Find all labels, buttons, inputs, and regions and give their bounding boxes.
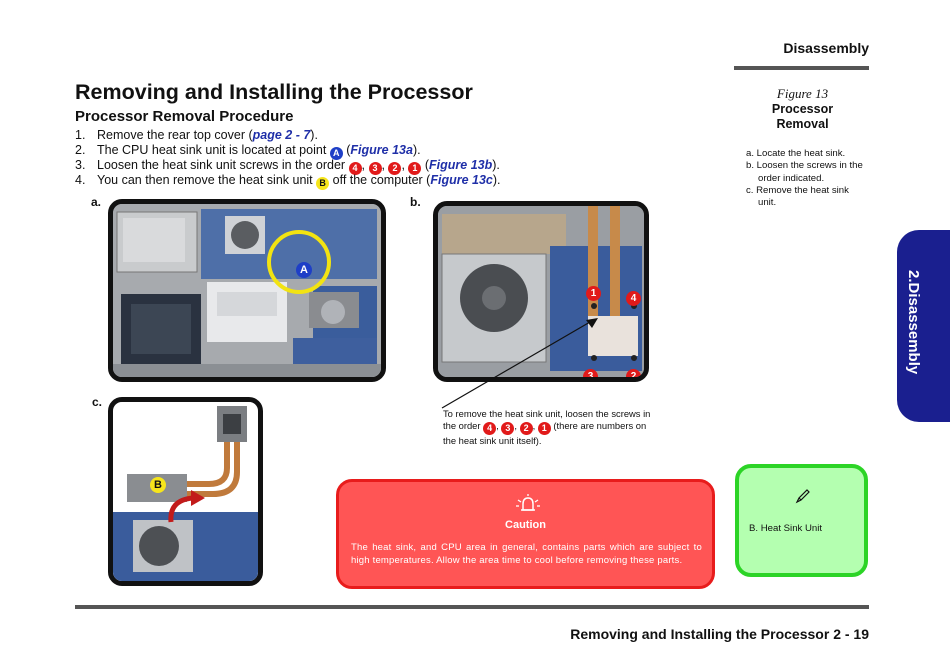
screw-marker-2: 2	[626, 369, 641, 377]
figure-link[interactable]: Figure 13c	[430, 173, 493, 187]
chapter-tab-label[interactable]: 2.Disassembly	[905, 270, 922, 375]
figure-c-illustration	[113, 402, 258, 581]
step-4: 4. You can then remove the heat sink unit…	[75, 173, 635, 190]
header-section: Disassembly	[783, 40, 869, 56]
figure-c-photo: B	[108, 397, 263, 586]
step-text: off the computer (	[329, 173, 431, 187]
figure-b-illustration	[438, 206, 644, 377]
screw-marker-3: 3	[583, 369, 598, 377]
callout-text: To remove the heat sink unit, loosen the…	[443, 408, 651, 419]
step-number: 2.	[75, 143, 86, 157]
footer-title: Removing and Installing the Processor	[570, 626, 830, 642]
screw-marker: 2	[519, 422, 533, 436]
marker-a: A	[329, 147, 343, 160]
figure-a-photo: A	[108, 199, 386, 382]
step-text: (	[342, 143, 351, 157]
page-number: 2 - 19	[833, 626, 869, 642]
figure-note: c. Remove the heat sink unit.	[746, 184, 849, 209]
screw-marker-1: 1	[586, 286, 601, 301]
callout-text: the order	[443, 420, 484, 432]
callout-text: the heat sink unit itself).	[443, 435, 542, 447]
pencil-icon	[795, 489, 810, 504]
step-text: ).	[492, 158, 500, 172]
figure-notes: a. Locate the heat sink. b. Loosen the s…	[746, 148, 868, 209]
screw-marker: 3	[501, 422, 515, 436]
screw-marker-4: 4	[626, 291, 641, 306]
step-text: ).	[492, 173, 501, 187]
chapter-tab[interactable]	[897, 230, 950, 422]
section-title: Processor Removal Procedure	[75, 108, 294, 125]
callout-arrow	[441, 318, 598, 409]
step-text: ).	[310, 128, 318, 142]
procedure-steps: 1. Remove the rear top cover (page 2 - 7)…	[75, 128, 635, 190]
step-number: 3.	[75, 158, 86, 172]
figure-caption: Figure 13 Processor Removal	[735, 86, 870, 132]
figure-a-label: a.	[91, 195, 102, 209]
figure-link[interactable]: Figure 13a	[350, 143, 413, 157]
screw-marker: 4	[348, 162, 362, 175]
marker-b: B	[316, 177, 330, 190]
screw-marker: 4	[483, 422, 497, 436]
marker-b: B	[150, 477, 166, 493]
step-text: The CPU heat sink unit is located at poi…	[97, 143, 330, 157]
step-text: You can then remove the heat sink unit	[97, 173, 317, 187]
step-text: ).	[412, 143, 421, 157]
marker-a: A	[296, 262, 312, 278]
figure-name: Removal	[776, 117, 829, 131]
step-3: 3. Loosen the heat sink unit screws in th…	[75, 158, 500, 175]
step-number: 4.	[75, 173, 86, 187]
step-2: 2. The CPU heat sink unit is located at p…	[75, 143, 635, 160]
figure-b-photo: 1 4 3 2	[433, 201, 649, 382]
screw-marker: 1	[408, 162, 422, 175]
step-text: Remove the rear top cover (	[97, 128, 253, 142]
figure-c-label: c.	[92, 395, 103, 409]
screw-marker: 3	[368, 162, 382, 175]
footer-divider	[75, 605, 869, 609]
header-divider	[734, 66, 869, 70]
caution-title: Caution	[505, 519, 546, 531]
callout-text: (there are numbers on	[550, 420, 647, 432]
caution-text: The heat sink, and CPU area in general, …	[351, 542, 702, 566]
alarm-icon	[516, 494, 540, 511]
step-text: Loosen the heat sink unit screws in the …	[97, 158, 349, 172]
figure-b-label: b.	[410, 195, 421, 209]
note-box: B. Heat Sink Unit	[735, 464, 868, 577]
figure-a-illustration	[113, 204, 381, 377]
caution-box: Caution The heat sink, and CPU area in g…	[336, 479, 715, 589]
figure-note: b. Loosen the screws in the order indica…	[746, 160, 863, 184]
callout-line: the order 4, 3, 2, 1 (there are numbers …	[443, 420, 647, 436]
step-text: (	[421, 158, 430, 172]
step-number: 1.	[75, 128, 86, 142]
figure-link[interactable]: Figure 13b	[429, 158, 493, 172]
footer: Removing and Installing the Processor 2 …	[570, 626, 869, 642]
figure-name: Processor	[771, 102, 834, 116]
page-link[interactable]: page 2 - 7	[252, 128, 311, 142]
step-1: 1. Remove the rear top cover (page 2 - 7)…	[75, 128, 635, 143]
note-text: B. Heat Sink Unit	[749, 523, 823, 534]
figure-number: Figure 13	[776, 86, 829, 101]
page-title: Removing and Installing the Processor	[75, 80, 473, 104]
screw-marker: 1	[537, 422, 551, 436]
figure-note: a. Locate the heat sink.	[746, 148, 846, 159]
figure-b-callout: To remove the heat sink unit, loosen the…	[443, 408, 683, 448]
screw-marker: 2	[388, 162, 402, 175]
